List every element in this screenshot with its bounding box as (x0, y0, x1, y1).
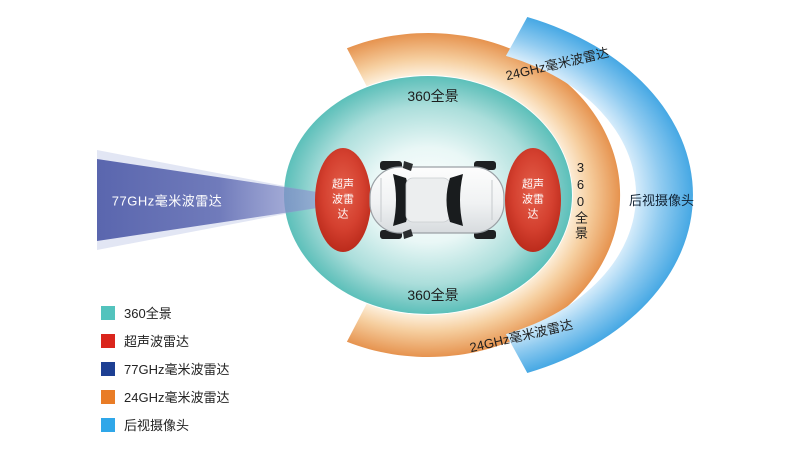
car-roof (405, 177, 451, 223)
rear-camera-arc (505, 17, 693, 373)
legend-swatch-pano (101, 305, 115, 320)
label-rear-camera: 后视摄像头 (629, 193, 695, 208)
legend-label-24ghz: 24GHz毫米波雷达 (124, 390, 230, 405)
car-top-view (369, 161, 505, 239)
legend-swatch-77ghz (101, 361, 115, 376)
legend-item-rear-camera: 后视摄像头 (101, 415, 229, 434)
legend-item-pano: 360全景 (101, 303, 229, 322)
car-mirror (403, 161, 413, 171)
radar24-arc (346, 32, 621, 358)
car-mirror (403, 229, 413, 239)
label-360-pano-top: 360全景 (407, 88, 459, 104)
radar77-cone (97, 159, 349, 241)
legend-item-ultrasonic: 超声波雷达 (101, 331, 229, 350)
car-rear-window (446, 174, 463, 226)
ultrasonic-left-ellipse (315, 148, 371, 252)
legend-label-pano: 360全景 (124, 306, 172, 321)
label-360-pano-right: 360全景 (573, 160, 588, 241)
legend-swatch-24ghz (101, 389, 115, 404)
legend-label-ultrasonic: 超声波雷达 (124, 334, 190, 349)
label-77ghz-radar: 77GHz毫米波雷达 (111, 193, 223, 209)
legend-swatch-ultrasonic (101, 333, 115, 348)
legend-label-77ghz: 77GHz毫米波雷达 (124, 362, 230, 377)
car-windshield (393, 174, 410, 226)
label-ultrasonic-right: 超声波雷达 (522, 178, 544, 221)
ultrasonic-right-ellipse (505, 148, 561, 252)
legend: 360全景 超声波雷达 77GHz毫米波雷达 24GHz毫米波雷达 后视摄像头 (101, 303, 229, 434)
label-360-pano-bottom: 360全景 (407, 287, 459, 303)
legend-item-24ghz: 24GHz毫米波雷达 (101, 387, 229, 406)
legend-swatch-rear-camera (101, 417, 115, 432)
legend-label-rear-camera: 后视摄像头 (124, 418, 190, 433)
label-ultrasonic-left: 超声波雷达 (332, 178, 354, 221)
legend-item-77ghz: 77GHz毫米波雷达 (101, 359, 229, 378)
